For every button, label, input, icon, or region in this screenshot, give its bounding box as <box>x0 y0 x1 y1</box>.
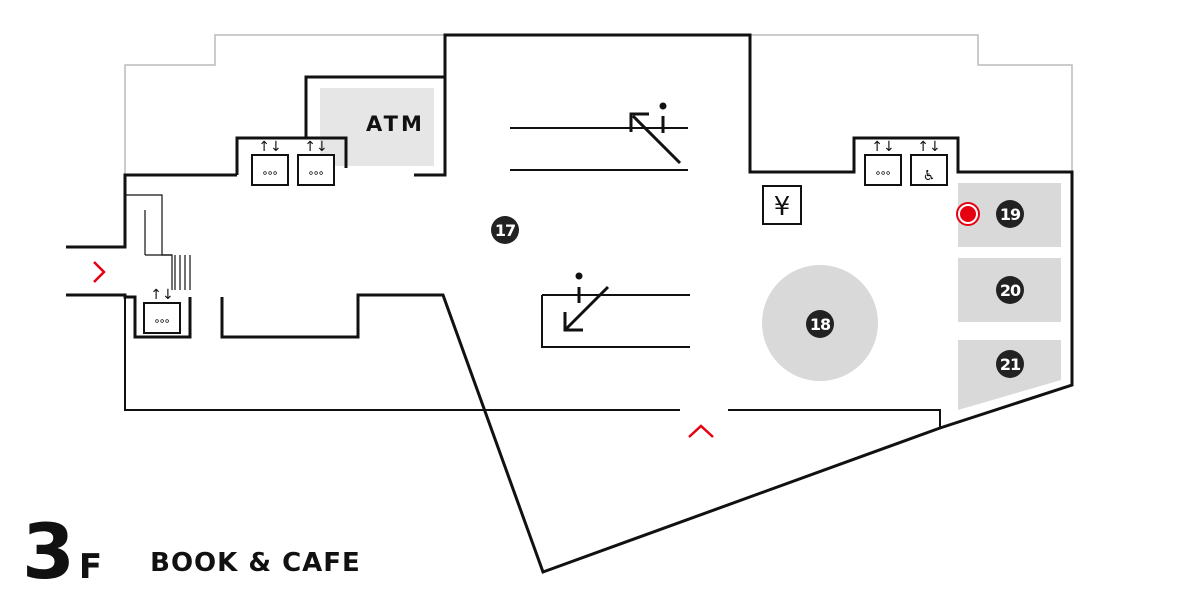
entrance-arrow-icon[interactable] <box>93 261 106 283</box>
escalator-down-icon[interactable] <box>563 272 610 332</box>
svg-text:♿: ♿ <box>923 168 936 184</box>
elevator-icon[interactable]: ↑↓ ᐤᐤᐤ <box>143 287 181 334</box>
svg-text:ᐤᐤᐤ: ᐤᐤᐤ <box>875 169 890 184</box>
atm-area[interactable] <box>320 88 434 166</box>
floor-name: BOOK & CAFE <box>150 548 361 578</box>
escalator-up-icon[interactable] <box>629 102 682 165</box>
svg-text:↑↓: ↑↓ <box>304 139 327 155</box>
outer-wall <box>750 34 1073 172</box>
svg-text:↑↓: ↑↓ <box>258 139 281 155</box>
svg-text:ᐤᐤᐤ: ᐤᐤᐤ <box>308 169 323 184</box>
svg-text:ᐤᐤᐤ: ᐤᐤᐤ <box>154 317 169 332</box>
floor-number: 3 <box>22 507 75 596</box>
outer-wall <box>124 34 445 175</box>
svg-text:↑↓: ↑↓ <box>150 287 173 303</box>
accessible-elevator-icon[interactable]: ↑↓ ♿ <box>910 139 948 186</box>
elevator-icon[interactable]: ↑↓ ᐤᐤᐤ <box>864 139 902 186</box>
svg-text:↑↓: ↑↓ <box>917 139 940 155</box>
zone-20-marker[interactable]: 20 <box>996 276 1024 304</box>
building-walls <box>66 33 1074 574</box>
stairs <box>125 194 191 290</box>
elevator-icon[interactable]: ↑↓ ᐤᐤᐤ <box>251 139 289 186</box>
current-location-icon <box>956 202 980 226</box>
zone-18-marker[interactable]: 18 <box>806 310 834 338</box>
atm-label: ATM <box>366 112 425 136</box>
floor-suffix: F <box>78 547 103 587</box>
interior-lines <box>124 127 941 428</box>
entrance-arrow-icon[interactable] <box>688 424 714 438</box>
floor-label: 3 F BOOK & CAFE <box>22 500 361 590</box>
zone-17-marker[interactable]: 17 <box>491 216 519 244</box>
elevator-icon[interactable]: ↑↓ ᐤᐤᐤ <box>297 139 335 186</box>
zone-21-marker[interactable]: 21 <box>996 350 1024 378</box>
currency-exchange[interactable]: ¥ <box>762 185 802 225</box>
svg-text:ᐤᐤᐤ: ᐤᐤᐤ <box>262 169 277 184</box>
zone-19-marker[interactable]: 19 <box>996 200 1024 228</box>
svg-text:↑↓: ↑↓ <box>871 139 894 155</box>
yen-icon: ¥ <box>774 192 791 222</box>
